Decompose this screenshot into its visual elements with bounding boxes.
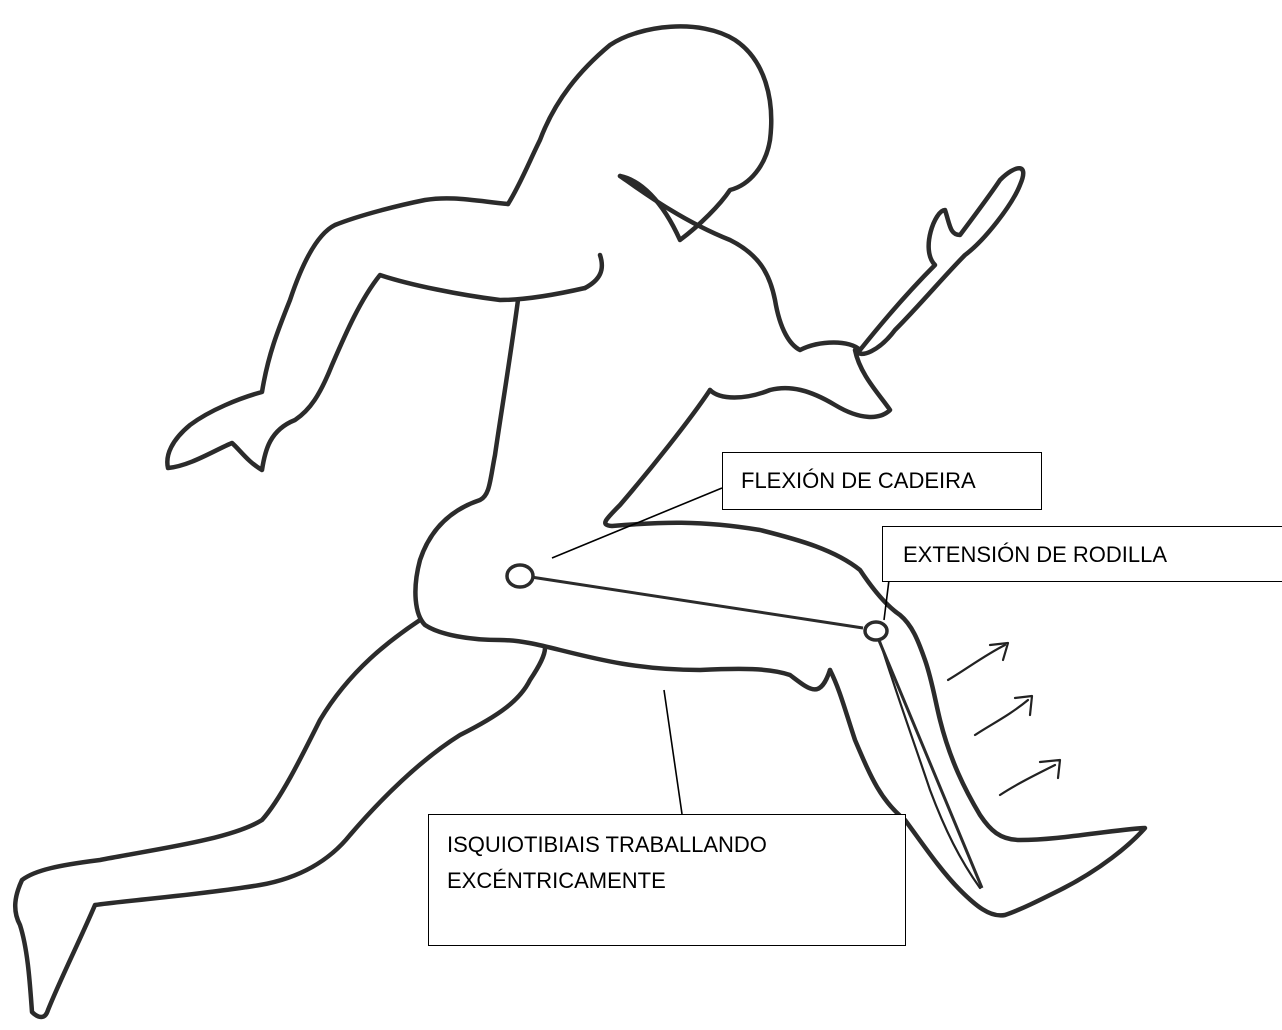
hamstrings-leader-line [664,690,682,814]
hip-flexion-text: FLEXIÓN DE CADEIRA [741,463,1041,499]
head-outline [508,26,771,240]
knee-extension-text: EXTENSIÓN DE RODILLA [903,537,1282,573]
left-arm-outline [167,198,585,470]
hamstrings-text-line1: ISQUIOTIBIAIS TRABALLANDO [447,827,905,863]
motion-arrows [948,643,1060,795]
knee-joint-marker [865,622,887,640]
right-arm-outline [620,168,1023,417]
hip-joint-marker [507,565,533,587]
chest-line [585,255,602,288]
hamstrings-label: ISQUIOTIBIAIS TRABALLANDO EXCÉNTRICAMENT… [428,814,906,946]
thigh-segment [531,577,863,628]
hamstrings-text-line2: EXCÉNTRICAMENTE [447,863,905,899]
hip-flexion-label: FLEXIÓN DE CADEIRA [722,452,1042,510]
knee-extension-label: EXTENSIÓN DE RODILLA [882,526,1282,582]
